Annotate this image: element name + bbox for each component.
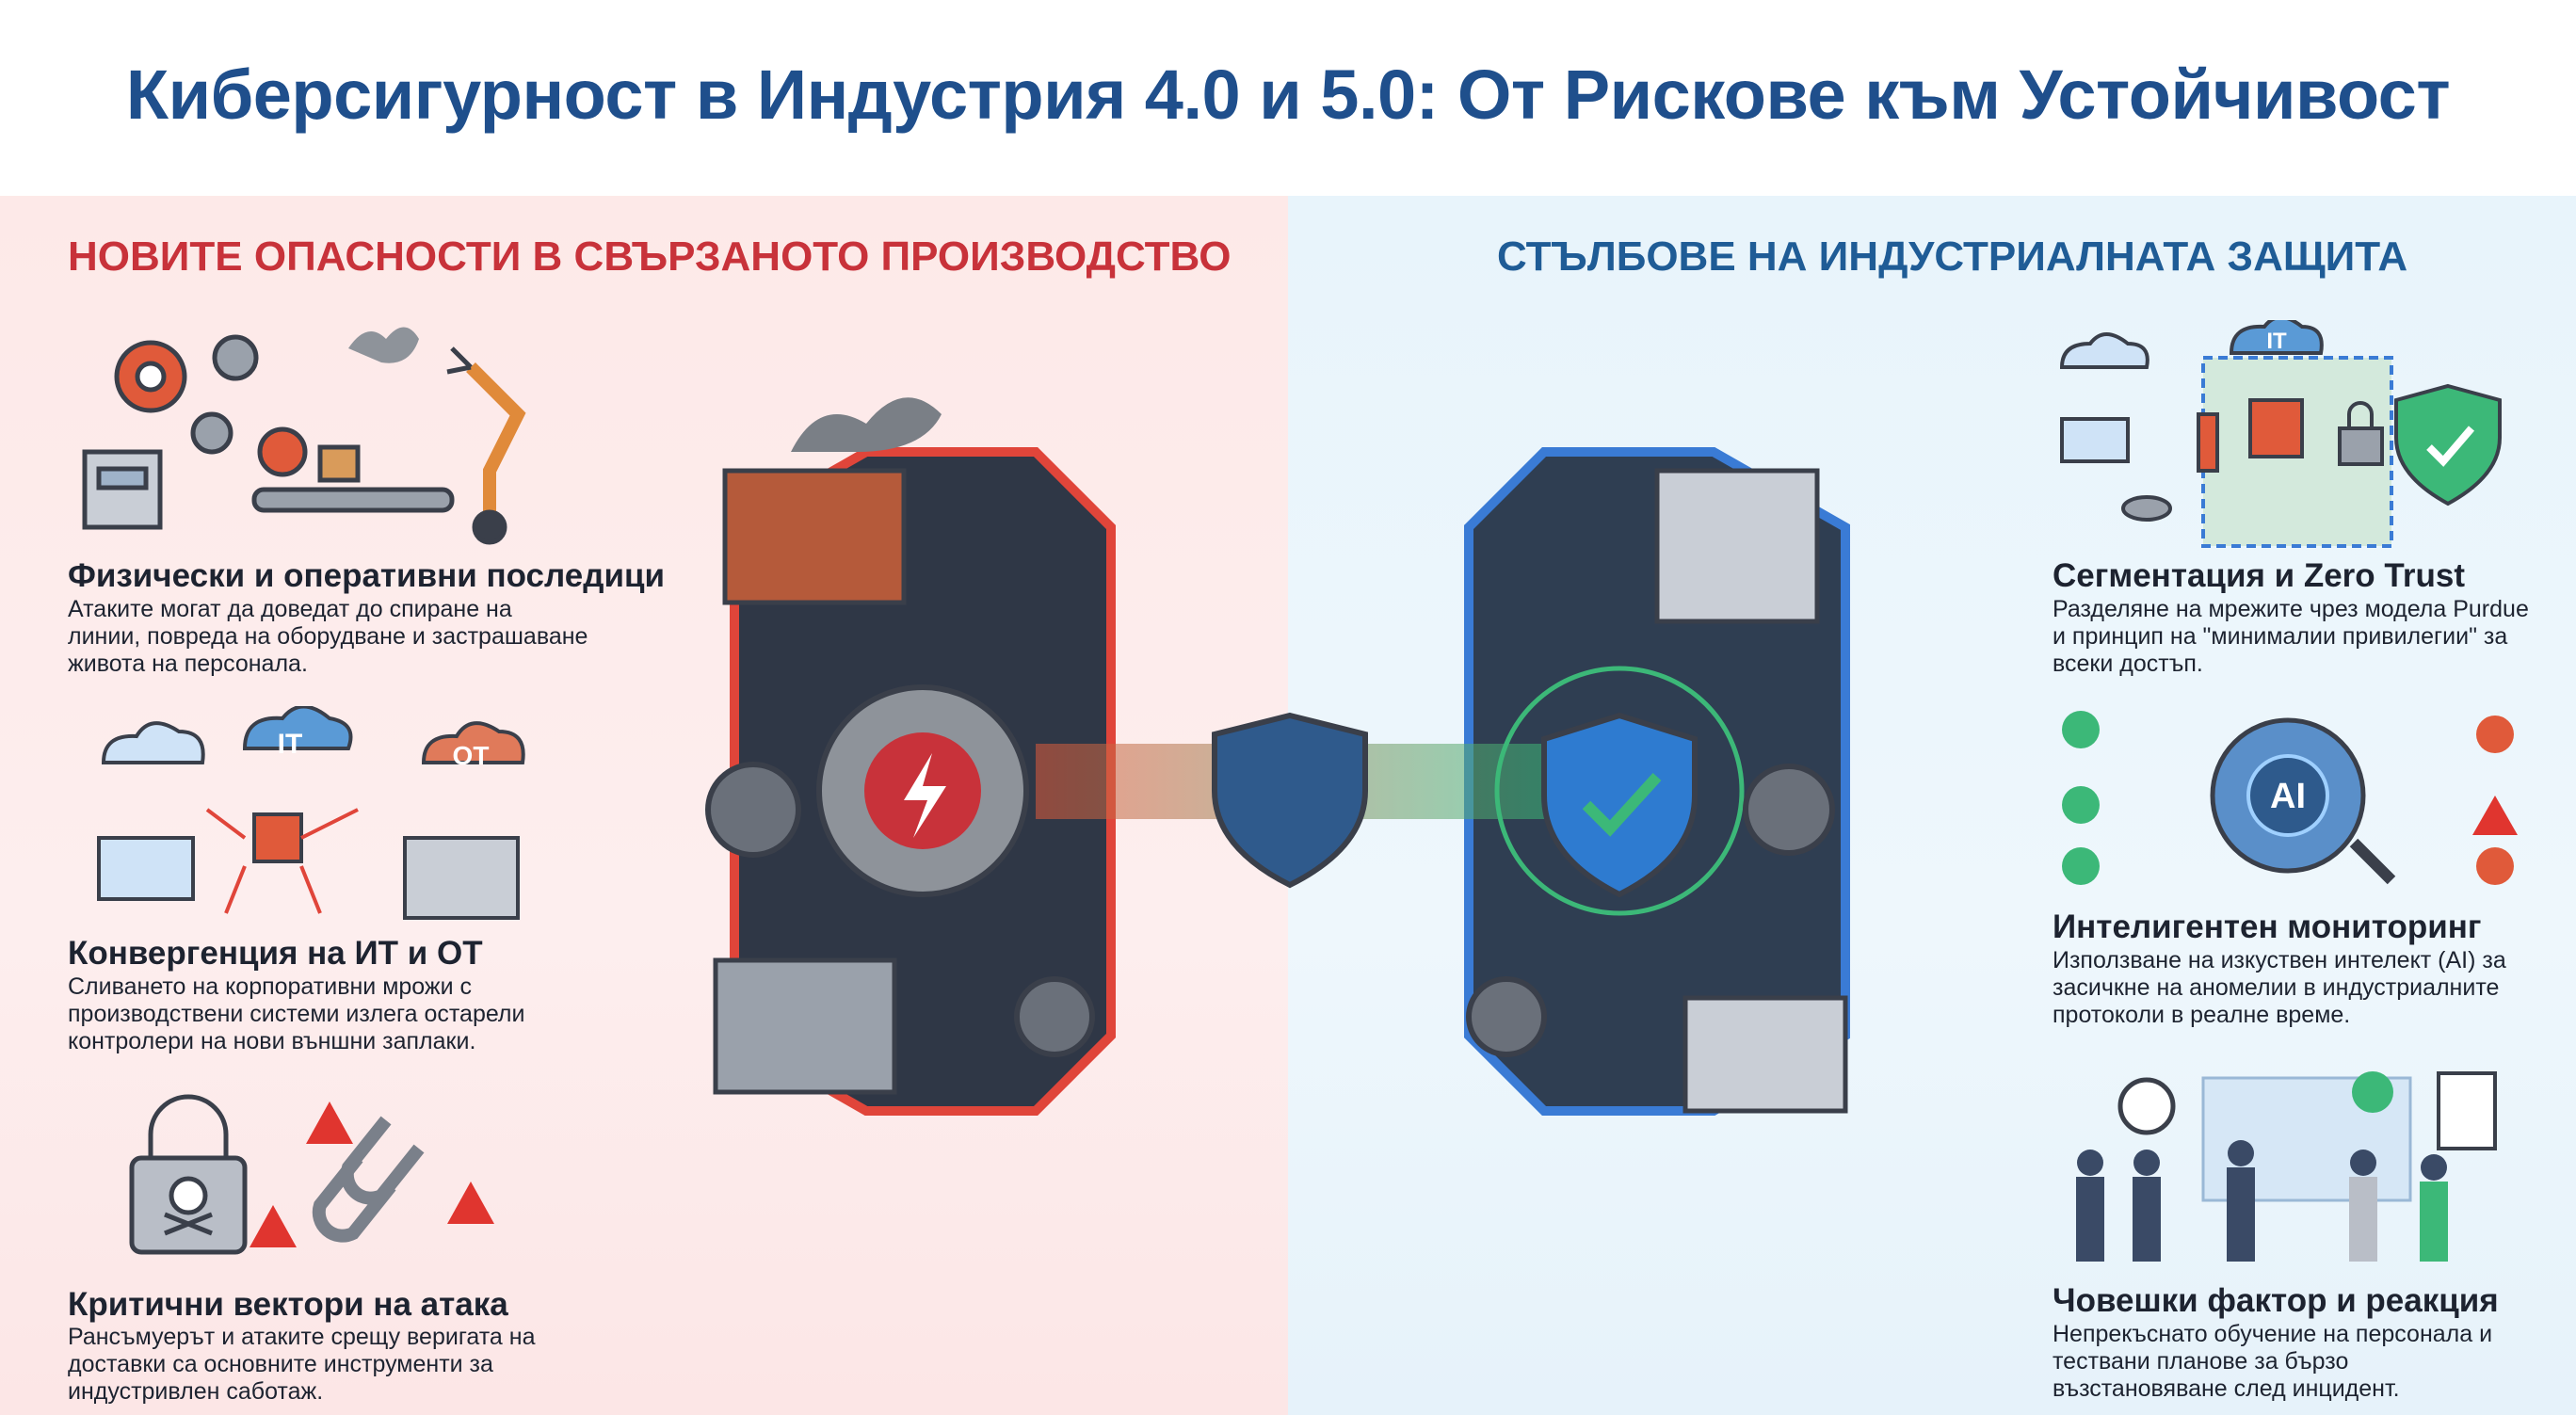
card-desc-segmentation-2: и принцип на "минималии привилегии" за [2053,623,2508,650]
green-shield-icon [1494,666,1745,916]
card-desc-human-factor-1: Непрекъснато обучение на персонала и [2053,1321,2493,1347]
center-shield-icon [1212,712,1368,889]
segmentation-network-icon: IT [2059,320,2502,548]
ai-monitoring-icon: AI [2062,711,2518,885]
card-title-physical: Физически и оперативни последици [68,557,665,594]
card-desc-attack-vectors-3: индустривлен саботаж. [68,1378,324,1405]
card-desc-physical-2: линии, повреда на оборудване и застрашав… [68,623,588,650]
card-title-monitoring: Интелигентен мониторинг [2053,908,2482,945]
card-desc-human-factor-2: тествани планове за бързо [2053,1348,2349,1375]
human-response-team-icon [2076,1071,2497,1262]
red-gear-icon [816,684,1029,897]
card-title-attack-vectors: Критични вектори на атака [68,1286,508,1323]
factory-machinery-icon [82,327,526,545]
it-ot-convergence-icon: IT OT [97,706,525,920]
ai-label: AI [2270,777,2306,816]
card-desc-human-factor-3: възстановяване след инцидент. [2053,1375,2400,1402]
card-desc-monitoring-2: засичкне на аномелии в индустриалните [2053,974,2500,1001]
card-desc-convergence-3: контролери на нови външни заплаки. [68,1028,476,1054]
card-desc-convergence-2: производствени системи излега остарели [68,1001,525,1027]
ransomware-lock-icon [129,1094,494,1255]
ot-label: OT [453,741,490,770]
card-title-segmentation: Сегментация и Zero Trust [2053,557,2465,594]
card-desc-segmentation-3: всеки достъп. [2053,651,2203,677]
card-desc-monitoring-3: протоколи в реалне време. [2053,1002,2351,1028]
card-title-human-factor: Човешки фактор и реакция [2053,1282,2499,1319]
card-desc-attack-vectors-2: доставки са основните инструменти за [68,1351,493,1377]
card-desc-attack-vectors-1: Рансъмуерът и атаките срещу веригата на [68,1324,536,1350]
card-desc-monitoring-1: Използване на изкуствен интелект (AI) за [2053,947,2506,973]
card-desc-physical-1: Атаките могат да доведат до спиране на [68,596,512,622]
page-title: Киберсигурност в Индустрия 4.0 и 5.0: От… [125,56,2451,134]
central-hub-illustration [705,397,1850,1116]
defense-heading: СТЪЛБОВЕ НА ИНДУСТРИАЛНАТА ЗАЩИТА [1497,233,2408,280]
it-label-right: IT [2266,329,2287,354]
card-title-convergence: Конвергенция на ИТ и ОТ [68,935,483,972]
card-desc-physical-3: живота на персонала. [68,651,308,677]
threats-heading: НОВИТЕ ОПАСНОСТИ В СВЪРЗАНОТО ПРОИЗВОДСТ… [68,233,1232,280]
card-desc-convergence-1: Сливането на корпоративни мрожи с [68,973,473,1000]
it-label: IT [278,729,303,760]
card-desc-segmentation-1: Разделяне на мрежите чрез модела Purdue [2053,596,2529,622]
